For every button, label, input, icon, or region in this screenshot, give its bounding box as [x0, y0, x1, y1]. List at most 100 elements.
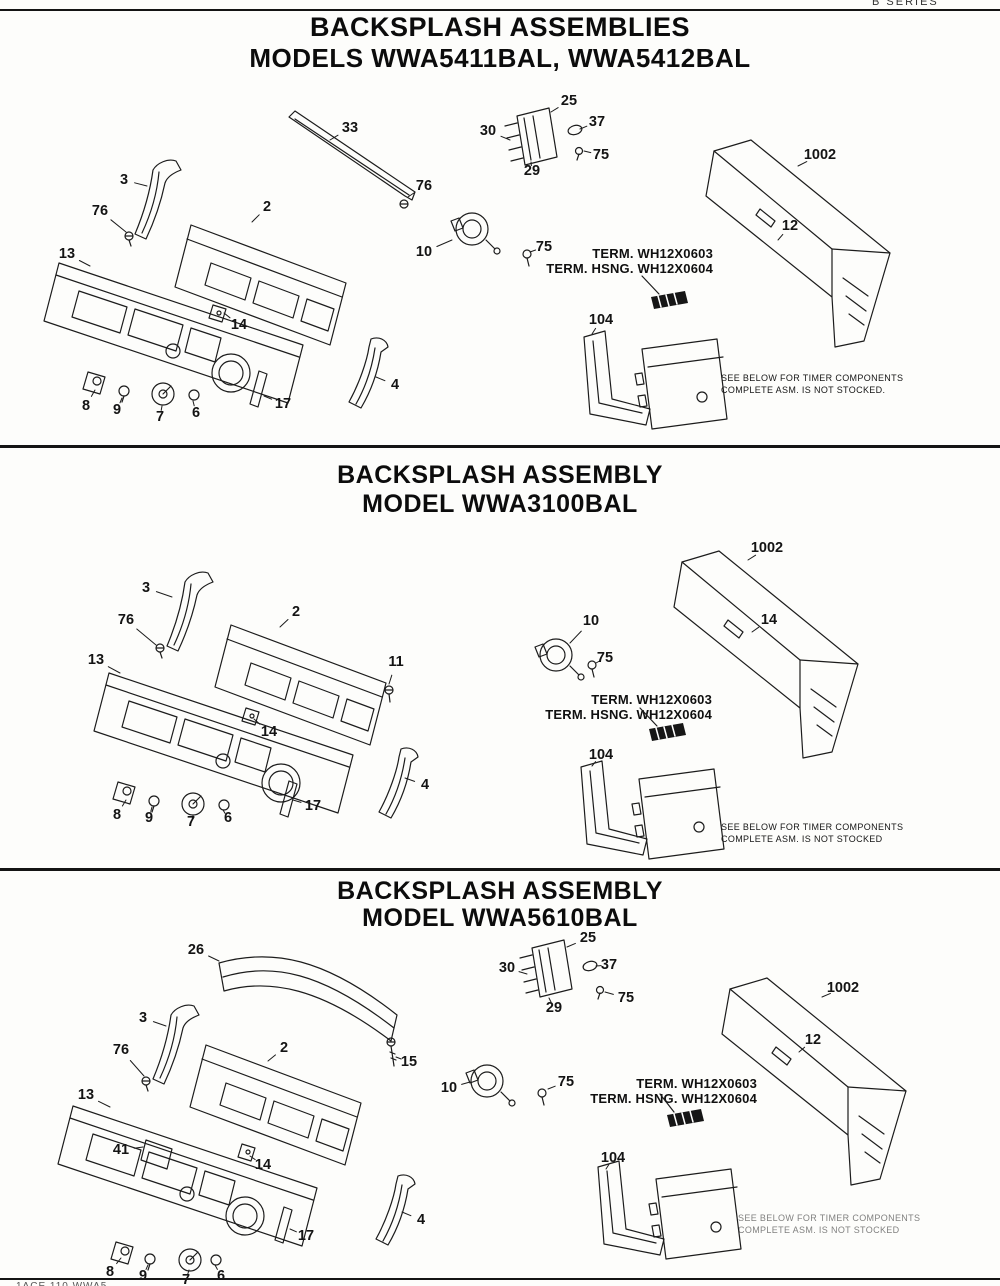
timer-motor-10 [450, 212, 532, 267]
timer-assembly [634, 338, 728, 430]
rear-cover-1002 [721, 977, 907, 1186]
bottom-rule [0, 1278, 1000, 1280]
callout-leader [569, 630, 582, 644]
end-bracket-4 [375, 1174, 416, 1246]
callout-leader [548, 997, 552, 1003]
callout-leader [110, 219, 127, 233]
section1-subtitle: MODELS WWA5411BAL, WWA5412BAL [249, 43, 751, 73]
callout-leader [251, 214, 260, 223]
section2-title: BACKSPLASH ASSEMBLY [337, 461, 663, 489]
callout-leader [133, 1146, 144, 1149]
terminal-part-numbers-3: TERM. WH12X0603 TERM. HSNG. WH12X0604 [517, 1076, 757, 1106]
timer-assembly [631, 768, 725, 860]
knobs-8-9-7-6 [82, 371, 200, 406]
callout-leader [798, 1046, 806, 1053]
callout-leader [107, 666, 121, 674]
trim-strip-33 [288, 110, 416, 209]
term-line: TERM. WH12X0603 [591, 692, 712, 707]
screw-15 [386, 1037, 397, 1067]
callout-leader [292, 799, 302, 803]
callout-leader [500, 135, 511, 141]
callout-leader [579, 125, 588, 130]
end-bracket-4 [348, 337, 389, 409]
term-line: TERM. WH12X0603 [592, 246, 713, 261]
term-line: TERM. WH12X0603 [636, 1076, 757, 1091]
callout-leader [253, 718, 261, 725]
callout-leader [208, 955, 220, 962]
callout-leader [90, 389, 96, 397]
callout-leader [747, 554, 757, 561]
callout-leader [214, 1264, 218, 1270]
timer-assembly [648, 1168, 742, 1260]
terminal-strip [639, 707, 686, 741]
callout-leader [595, 660, 601, 664]
terminal-strip [641, 275, 688, 309]
end-bracket-3 [141, 1004, 200, 1092]
switch-25-29-30 [504, 107, 584, 166]
end-bracket-3 [155, 571, 214, 659]
rear-cover-1002 [673, 550, 859, 759]
control-panel-13 [43, 262, 304, 404]
timer-motor-10 [465, 1064, 547, 1107]
callout-leader [777, 233, 784, 241]
section2-subtitle: MODEL WWA3100BAL [362, 490, 638, 518]
callout-leader [191, 815, 194, 819]
callout-leader [121, 799, 127, 807]
callout-leader [375, 376, 386, 382]
control-panel-13 [93, 672, 354, 814]
callout-leader [583, 150, 592, 154]
terminal-part-numbers-2: TERM. WH12X0603 TERM. HSNG. WH12X0604 [472, 692, 712, 722]
callout-leader [751, 626, 760, 633]
callout-leader [136, 628, 157, 646]
bracket-104 [580, 760, 648, 856]
callout-leader [155, 591, 173, 598]
callout-leader [187, 1269, 190, 1275]
bracket-104 [597, 1160, 665, 1256]
rear-cover-1002 [705, 139, 891, 348]
callout-leader [134, 182, 148, 187]
slat-17 [279, 780, 298, 818]
callout-leader [263, 395, 273, 400]
callout-leader [605, 1164, 610, 1170]
terminal-part-numbers-1: TERM. WH12X0603 TERM. HSNG. WH12X0604 [473, 246, 713, 276]
section3-title: BACKSPLASH ASSEMBLY [337, 877, 663, 905]
screw-11 [384, 685, 394, 703]
callout-leader [192, 400, 195, 407]
slat-17 [274, 1206, 293, 1244]
callout-leader [78, 260, 91, 267]
timer-note-3: SEE BELOW FOR TIMER COMPONENTS COMPLETE … [738, 1212, 920, 1236]
callout-leader [152, 1021, 167, 1027]
footer-fragment: 1ACE 110 WWA5 [16, 1281, 107, 1286]
callout-leader [289, 1228, 297, 1233]
callout-leader [797, 161, 808, 167]
callout-leader [249, 1155, 256, 1161]
timer-note-line: COMPLETE ASM. IS NOT STOCKED [721, 834, 883, 844]
callout-leader [566, 942, 576, 948]
knobs-8-9-7-6 [110, 1241, 222, 1272]
timer-note-1: SEE BELOW FOR TIMER COMPONENTS COMPLETE … [721, 372, 903, 396]
term-hsng-line: TERM. HSNG. WH12X0604 [546, 261, 713, 276]
end-bracket-3 [124, 159, 182, 247]
timer-note-line: COMPLETE ASM. IS NOT STOCKED. [721, 385, 886, 395]
rear-panel-2 [214, 624, 387, 746]
callout-leader [267, 1054, 276, 1062]
callout-leader [518, 971, 528, 975]
section3-subtitle: MODEL WWA5610BAL [362, 904, 638, 932]
slat-17 [249, 370, 268, 408]
control-panel-13 [57, 1105, 318, 1247]
callout-leader [821, 992, 831, 998]
callout-leader [222, 809, 226, 814]
rear-panel-2 [174, 224, 347, 346]
callout-leader [591, 761, 597, 767]
callout-leader [98, 1100, 111, 1108]
callout-leader [388, 674, 393, 685]
knobs-8-9-7-6 [112, 781, 230, 816]
callout-leader [407, 192, 415, 198]
callout-leader [436, 239, 453, 247]
callout-leader [591, 327, 597, 335]
callout-leader [116, 1257, 122, 1265]
terminal-strip [659, 1093, 704, 1127]
callout-leader [119, 397, 123, 404]
callout-leader [401, 1211, 412, 1217]
